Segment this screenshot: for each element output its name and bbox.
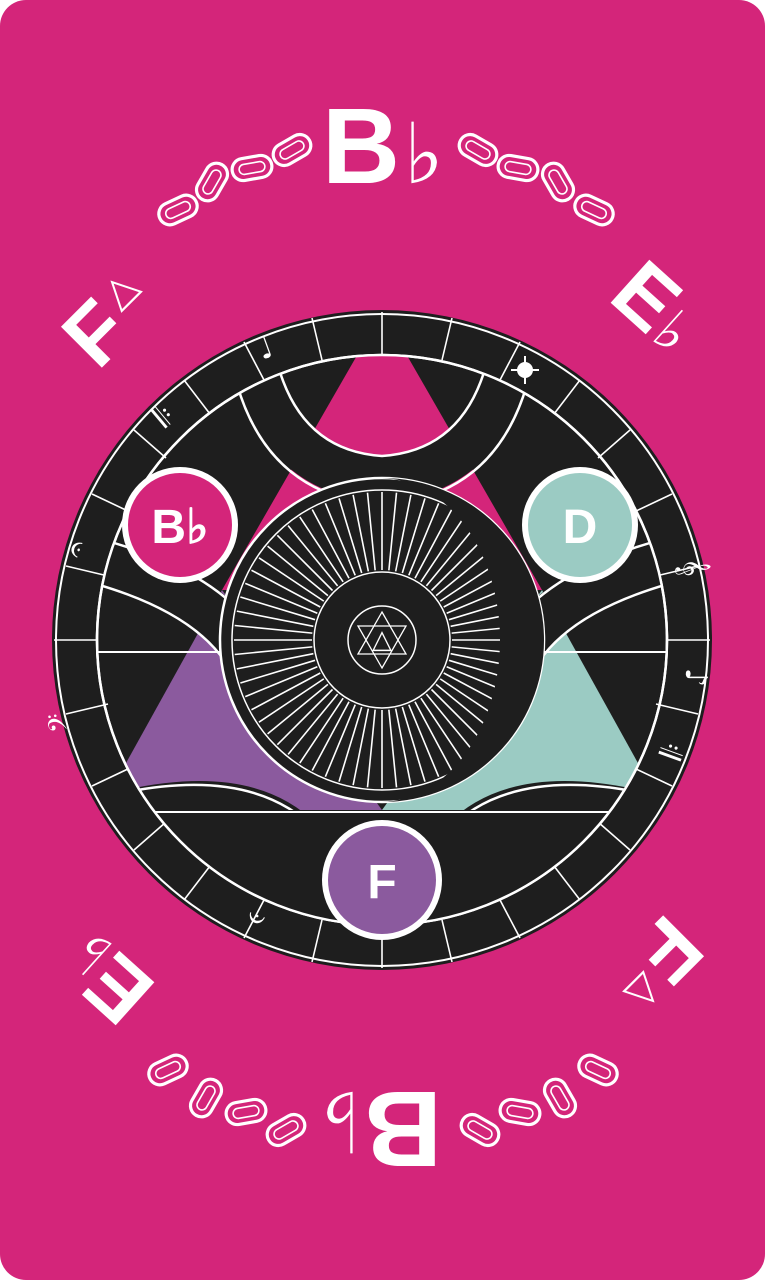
eighth-note-icon: ♪ bbox=[678, 668, 713, 687]
chain-icon bbox=[153, 128, 317, 231]
hub-spoke bbox=[311, 701, 350, 771]
hub-spoke bbox=[352, 708, 370, 786]
center-symbol: △ bbox=[372, 625, 392, 655]
hub-spoke bbox=[276, 688, 334, 746]
hexagram-icon bbox=[356, 610, 408, 670]
hub-spoke bbox=[420, 697, 465, 764]
upper-left-chord-label: F △ bbox=[44, 262, 147, 384]
hub-spoke bbox=[425, 525, 477, 587]
node-third: D bbox=[522, 467, 638, 583]
svg-text:B: B bbox=[364, 1069, 442, 1190]
hub-spoke bbox=[388, 492, 398, 571]
hub-spoke bbox=[425, 693, 477, 755]
hub-spoke bbox=[414, 509, 453, 579]
hub-spoke bbox=[299, 697, 344, 764]
hub-spoke bbox=[366, 709, 376, 788]
hub-spoke bbox=[251, 672, 321, 711]
hub-spoke bbox=[408, 704, 440, 778]
hub-spoke bbox=[240, 659, 316, 684]
hub-spoke bbox=[276, 534, 334, 592]
crosshair-icon bbox=[511, 356, 539, 384]
hub-spoke bbox=[324, 704, 356, 778]
hub-spoke bbox=[267, 545, 329, 597]
chain-icon bbox=[455, 1049, 623, 1152]
svg-text:F: F bbox=[367, 856, 396, 909]
hub-spoke bbox=[311, 509, 350, 579]
hub-spoke bbox=[244, 666, 318, 698]
hub-spoke bbox=[267, 683, 329, 735]
hub-spoke bbox=[408, 502, 440, 576]
hub-spoke bbox=[234, 646, 313, 656]
hub-spoke bbox=[338, 706, 363, 782]
upper-right-chord-label: E ♭ bbox=[594, 243, 706, 367]
top-chord-label: B ♭ bbox=[322, 85, 444, 206]
hub-spoke bbox=[236, 610, 314, 628]
hub-spoke bbox=[236, 652, 314, 670]
lower-left-chord-label: E ♭ bbox=[59, 918, 171, 1042]
hub-spoke bbox=[251, 569, 321, 608]
hub-spoke bbox=[258, 678, 325, 723]
treble-clef-icon: 𝄞 bbox=[673, 555, 712, 579]
hub-spoke bbox=[401, 498, 426, 574]
svg-text:♭: ♭ bbox=[404, 105, 444, 203]
hub-spoke bbox=[394, 494, 412, 572]
hub-spoke bbox=[414, 701, 453, 771]
hub-spoke bbox=[366, 492, 376, 571]
node-root: B♭ bbox=[122, 467, 238, 583]
svg-text:B♭: B♭ bbox=[151, 501, 208, 554]
hub-spoke bbox=[258, 557, 325, 602]
hub-spoke bbox=[299, 516, 344, 583]
chain-icon bbox=[453, 128, 619, 231]
hub-spoke bbox=[401, 706, 426, 782]
hub-spoke bbox=[244, 582, 318, 614]
chain-icon bbox=[143, 1049, 311, 1152]
hub-spoke bbox=[287, 693, 339, 755]
svg-text:♭: ♭ bbox=[320, 1072, 360, 1170]
hub-spoke bbox=[420, 516, 465, 583]
hub-spoke bbox=[240, 596, 316, 621]
bottom-chord-label: B ♭ bbox=[320, 1069, 442, 1190]
lower-right-chord-label: F △ bbox=[618, 899, 721, 1021]
node-fifth: F bbox=[322, 820, 442, 940]
hub-spoke bbox=[388, 709, 398, 788]
hub-spoke bbox=[324, 502, 356, 576]
hub-spoke bbox=[394, 708, 412, 786]
hub-spoke bbox=[287, 525, 339, 587]
svg-text:B: B bbox=[322, 85, 400, 206]
hub-spoke bbox=[234, 624, 313, 634]
center-hub: △ bbox=[218, 476, 546, 804]
hub-spoke bbox=[338, 498, 363, 574]
chord-wheel: ♩ 𝄆 𝄐 𝄢 𝄞 ♪ 𝄇 𝄑 bbox=[42, 310, 713, 970]
svg-text:D: D bbox=[563, 501, 598, 554]
hub-spoke bbox=[352, 494, 370, 572]
